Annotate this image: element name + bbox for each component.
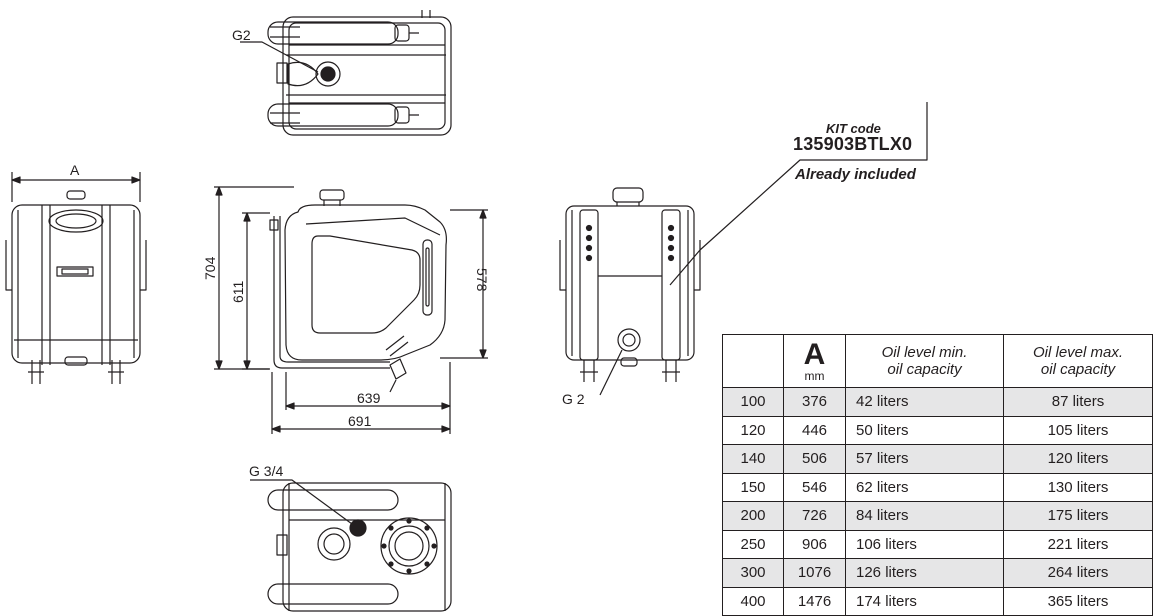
max-capacity-cell: 87 liters [1003, 387, 1153, 417]
model-cell: 400 [722, 586, 784, 616]
table-row: 300 1076 126 liters 264 liters [722, 558, 1153, 588]
rear-view [559, 102, 928, 396]
a-cell: 376 [783, 387, 846, 417]
table-header-row: A mm Oil level min. oil capacity Oil lev… [722, 334, 1153, 388]
a-header: A mm [783, 334, 846, 388]
a-cell: 506 [783, 444, 846, 474]
g2-leader-line [240, 41, 319, 73]
max-capacity-cell: 221 liters [1003, 529, 1153, 559]
model-cell: 200 [722, 501, 784, 531]
a-header-unit: mm [804, 369, 825, 383]
a-cell: 726 [783, 501, 846, 531]
max-capacity-cell: 264 liters [1003, 558, 1153, 588]
min-capacity-cell: 50 liters [845, 415, 1004, 445]
min-header-line1: Oil level min. [881, 344, 968, 361]
max-header-line1: Oil level max. [1032, 344, 1124, 361]
model-cell: 250 [722, 529, 784, 559]
model-cell: 140 [722, 444, 784, 474]
min-capacity-cell: 106 liters [845, 529, 1004, 559]
max-header-line2: oil capacity [1040, 361, 1116, 378]
min-capacity-cell: 42 liters [845, 387, 1004, 417]
min-header-line2: oil capacity [887, 361, 962, 378]
table-row: 200 726 84 liters 175 liters [722, 501, 1153, 531]
max-capacity-cell: 120 liters [1003, 444, 1153, 474]
capacity-table: A mm Oil level min. oil capacity Oil lev… [722, 334, 1153, 616]
a-cell: 1076 [783, 558, 846, 588]
top-view [267, 10, 452, 136]
min-capacity-cell: 126 liters [845, 558, 1004, 588]
g34-bottom-label: G 3/4 [249, 463, 284, 479]
min-capacity-cell: 84 liters [845, 501, 1004, 531]
max-capacity-cell: 130 liters [1003, 472, 1153, 502]
dim-704-label: 704 [202, 256, 218, 280]
front-view [5, 172, 147, 384]
table-row: 250 906 106 liters 221 liters [722, 529, 1153, 559]
side-view [214, 186, 488, 434]
dim-639-label: 639 [357, 390, 381, 406]
max-capacity-cell: 365 liters [1003, 586, 1153, 616]
table-row: 120 446 50 liters 105 liters [722, 415, 1153, 445]
g2-top-label: G2 [232, 27, 251, 43]
kit-included-note: Already included [795, 166, 916, 183]
model-cell: 300 [722, 558, 784, 588]
max-capacity-header: Oil level max. oil capacity [1003, 334, 1153, 388]
model-cell: 120 [722, 415, 784, 445]
min-capacity-header: Oil level min. oil capacity [845, 334, 1004, 388]
min-capacity-cell: 62 liters [845, 472, 1004, 502]
table-row: 150 546 62 liters 130 liters [722, 472, 1153, 502]
max-capacity-cell: 175 liters [1003, 501, 1153, 531]
a-header-symbol: A [803, 338, 826, 371]
a-cell: 546 [783, 472, 846, 502]
model-header [722, 334, 784, 388]
a-cell: 446 [783, 415, 846, 445]
a-dimension-label: A [70, 162, 80, 178]
bottom-view [250, 479, 452, 612]
table-row: 400 1476 174 liters 365 liters [722, 586, 1153, 616]
a-cell: 906 [783, 529, 846, 559]
model-cell: 100 [722, 387, 784, 417]
dim-691-label: 691 [348, 413, 372, 429]
table-row: 100 376 42 liters 87 liters [722, 387, 1153, 417]
min-capacity-cell: 174 liters [845, 586, 1004, 616]
kit-code-label: KIT code [826, 121, 881, 136]
table-row: 140 506 57 liters 120 liters [722, 444, 1153, 474]
a-cell: 1476 [783, 586, 846, 616]
kit-code-number: 135903BTLX0 [793, 134, 913, 154]
min-capacity-cell: 57 liters [845, 444, 1004, 474]
dim-578-label: 578 [474, 268, 490, 292]
max-capacity-cell: 105 liters [1003, 415, 1153, 445]
model-cell: 150 [722, 472, 784, 502]
dim-611-label: 611 [230, 280, 246, 303]
g2-rear-label: G 2 [562, 391, 585, 407]
